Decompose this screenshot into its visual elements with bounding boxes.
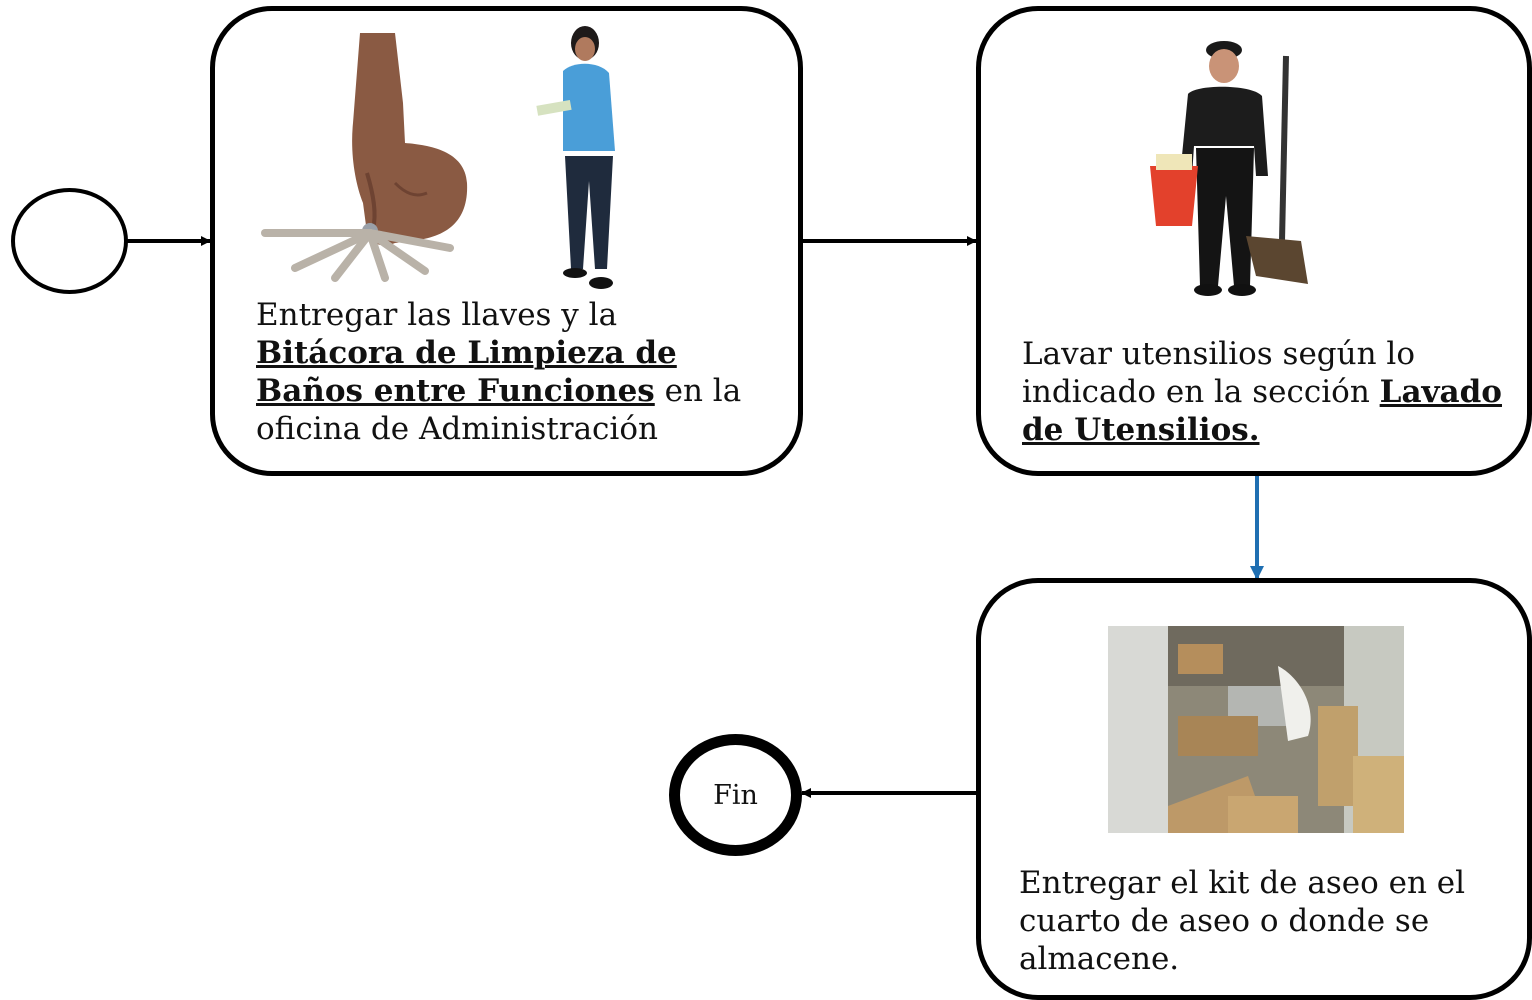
step-text-before: Entregar las llaves y la [256, 297, 618, 333]
worker-with-bucket-and-dustpan-photo [1150, 41, 1308, 296]
end-label: Fin [713, 779, 758, 811]
step-entregar-kit-text: Entregar el kit de aseo en el cuarto de … [1019, 864, 1489, 978]
lavado-utensilios-link[interactable]: Lavado de Utensilios. [1022, 374, 1502, 448]
step-lavar-utensilios: Lavar utensilios según lo indicado en la… [976, 6, 1532, 476]
bitacora-link[interactable]: Bitácora de Limpieza de Baños entre Func… [256, 335, 677, 409]
step-lavar-utensilios-text: Lavar utensilios según lo indicado en la… [1022, 335, 1502, 449]
start-event [11, 188, 128, 294]
keys-hand-photo [261, 33, 468, 282]
step-entregar-llaves: Entregar las llaves y la Bitácora de Lim… [210, 6, 803, 476]
step-text-before: Lavar utensilios según lo indicado en la… [1022, 336, 1416, 410]
step-text: Entregar el kit de aseo en el cuarto de … [1019, 865, 1466, 977]
step-entregar-kit: Entregar el kit de aseo en el cuarto de … [976, 578, 1532, 1000]
step-entregar-llaves-text: Entregar las llaves y la Bitácora de Lim… [256, 296, 766, 448]
woman-with-clipboard-photo [536, 26, 615, 289]
end-event: Fin [669, 734, 802, 856]
step-text-after: en la oficina de Administración [256, 373, 742, 447]
storage-room-photo [1108, 626, 1404, 833]
